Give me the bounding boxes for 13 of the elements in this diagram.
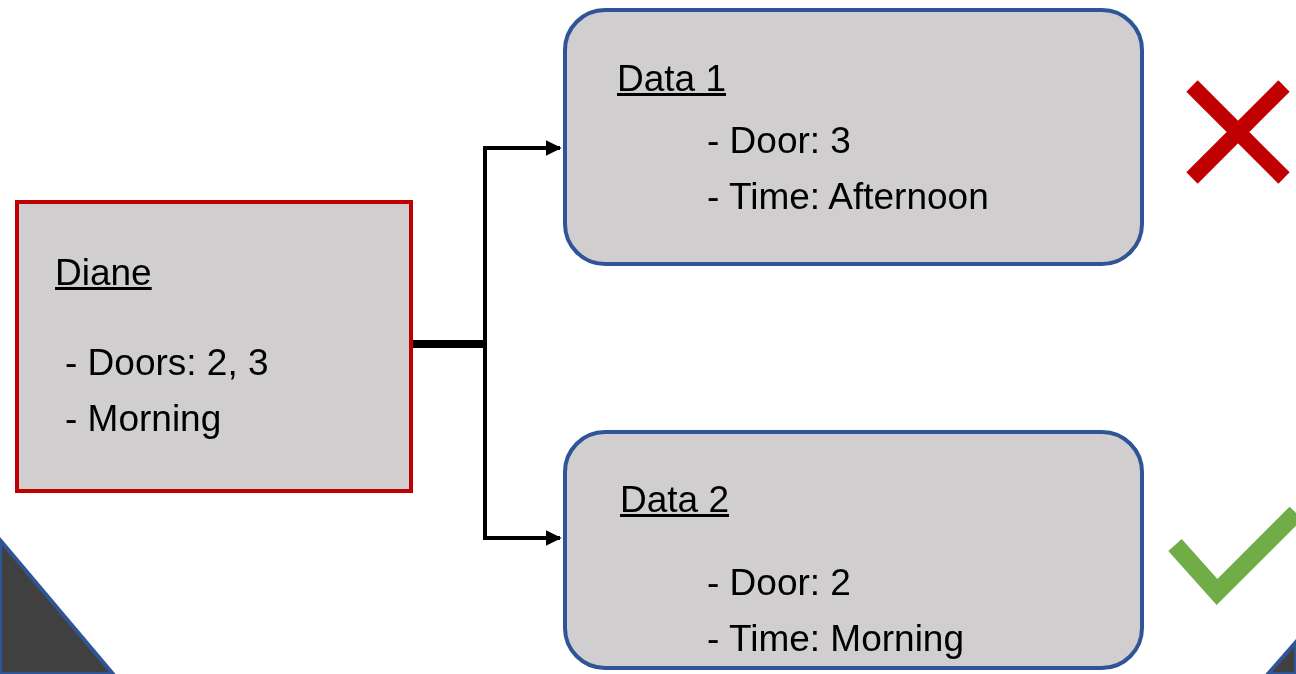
connector-trunk [413, 340, 485, 348]
box-text: - Time: Afternoon [707, 178, 989, 215]
data-box [563, 8, 1144, 266]
box-text: - Time: Morning [707, 620, 964, 657]
box-text: - Door: 3 [707, 122, 851, 159]
person-box [15, 200, 413, 493]
box-heading: Data 1 [617, 60, 726, 97]
box-heading: Data 2 [620, 481, 729, 518]
box-text: - Doors: 2, 3 [65, 344, 269, 381]
box-text: - Door: 2 [707, 564, 851, 601]
box-heading: Diane [55, 254, 152, 291]
box-text: - Morning [65, 400, 222, 437]
data-box [563, 430, 1144, 670]
